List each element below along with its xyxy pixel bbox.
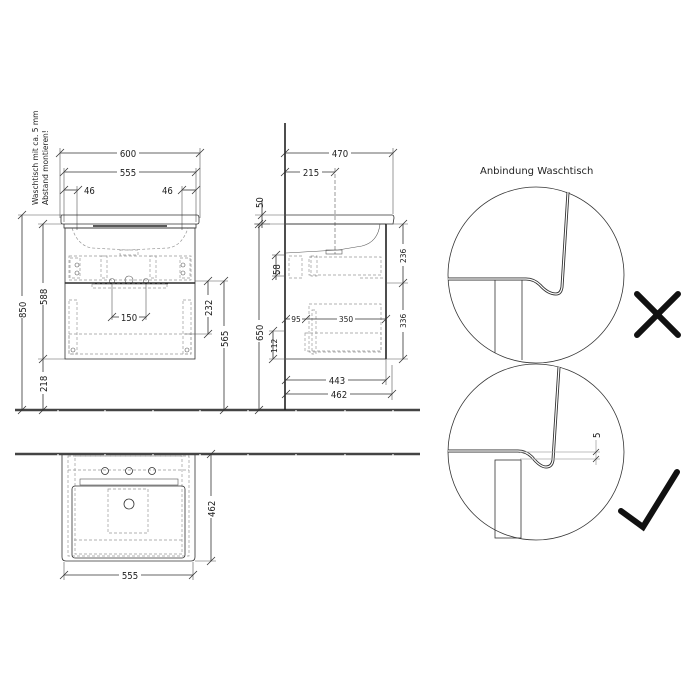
dim-height-650: 650 [255, 325, 266, 341]
wall-line-top-view [15, 452, 420, 456]
mounting-note-line1: Waschtisch mit ca. 5 mm [31, 111, 40, 205]
dim-height-850: 850 [18, 302, 29, 318]
dim-edge-left-46: 46 [84, 186, 95, 197]
dim-handle-150: 150 [121, 313, 137, 324]
detail-title: Anbindung Waschtisch [480, 166, 593, 177]
dim-overall-462: 462 [331, 390, 347, 401]
dim-height-218: 218 [39, 376, 50, 392]
detail-correct: 5 [447, 363, 680, 541]
check-icon [618, 469, 680, 532]
dim-top-depth-462: 462 [207, 501, 218, 517]
dim-top-50: 50 [255, 197, 266, 208]
dim-cabinet-443: 443 [329, 376, 345, 387]
dim-lower-drawer-336: 336 [399, 313, 408, 328]
floor-line-upper [15, 408, 420, 412]
dim-drawer-232: 232 [204, 300, 215, 316]
dim-edge-right-46: 46 [162, 186, 173, 197]
dim-rail-350: 350 [339, 315, 354, 324]
dim-top-width-555: 555 [122, 571, 138, 582]
detail-section: Anbindung Waschtisch 5 [447, 166, 681, 541]
detail-wrong [447, 186, 681, 364]
dim-width-600: 600 [120, 149, 136, 160]
cross-icon [634, 291, 681, 338]
dim-offset-58: 58 [272, 264, 283, 275]
dim-width-555: 555 [120, 168, 136, 179]
dim-gap-5: 5 [592, 433, 603, 438]
dim-offset-95: 95 [291, 315, 301, 324]
dim-height-588: 588 [39, 289, 50, 305]
dim-offset-112: 112 [270, 338, 279, 353]
top-view: 555 462 [59, 449, 218, 582]
dim-upper-drawer-236: 236 [399, 248, 408, 263]
dim-depth-470: 470 [332, 149, 348, 160]
mounting-note-line2: Abstand montieren! [41, 130, 50, 205]
dim-tap-215: 215 [303, 168, 319, 179]
front-view: Waschtisch mit ca. 5 mm Abstand montiere… [16, 111, 231, 415]
dim-height-565: 565 [220, 331, 231, 347]
side-view: 470 215 50 [253, 123, 409, 415]
